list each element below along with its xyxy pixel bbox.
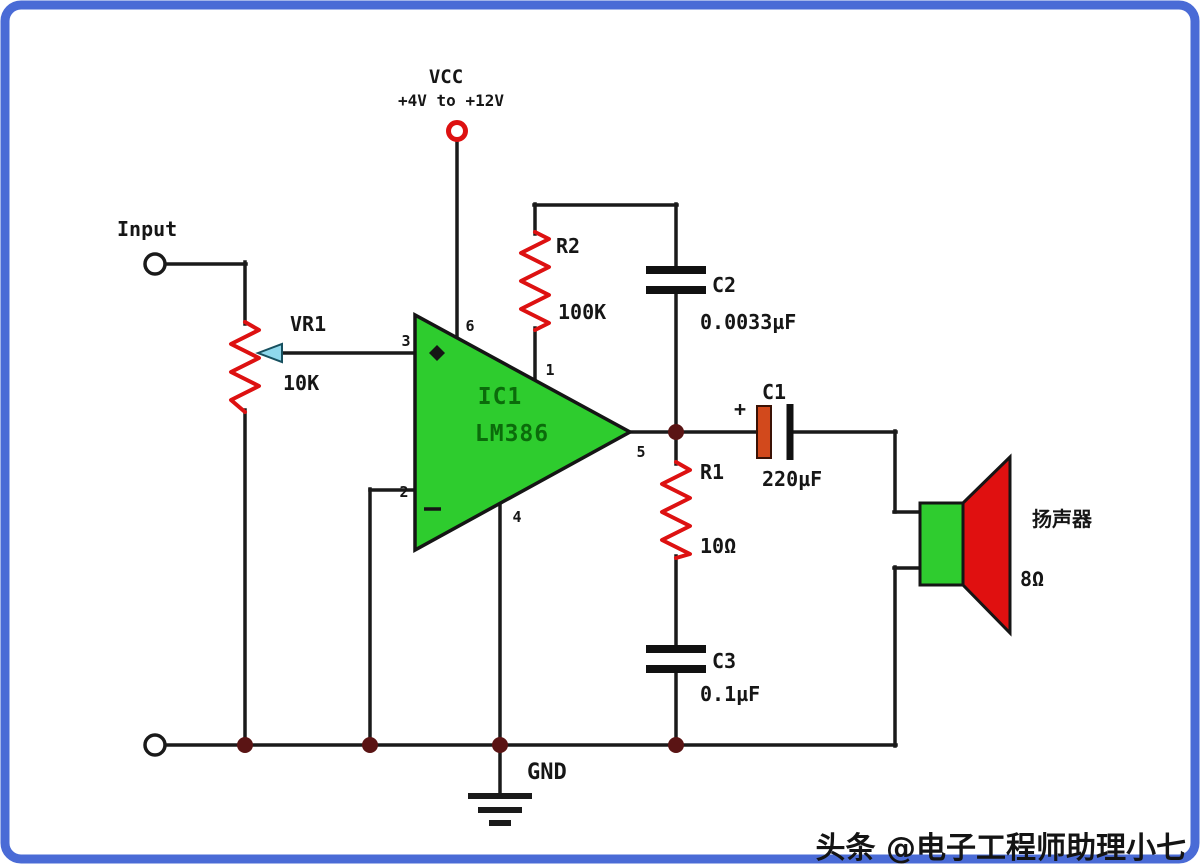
c1-value-label: 220µF <box>762 467 822 491</box>
watermark-text: 头条 @电子工程师助理小七 <box>816 831 1186 864</box>
r1-resistor-zigzag <box>660 460 692 560</box>
speaker-body <box>918 501 965 587</box>
c3-value-label: 0.1µF <box>700 682 760 706</box>
vr1-resistor-zigzag <box>229 320 261 414</box>
input-terminal <box>143 252 167 276</box>
junction-pin4-ground <box>492 737 508 753</box>
c2-ref-label: C2 <box>712 273 736 297</box>
vcc-label: VCC <box>429 66 463 88</box>
ic1-pin3-label: 3 <box>401 332 410 350</box>
ic1-pin1-label: 1 <box>545 361 554 379</box>
c1-ref-label: C1 <box>762 380 786 404</box>
speaker-impedance-label: 8Ω <box>1020 567 1044 591</box>
ic1-pin5-label: 5 <box>636 443 645 461</box>
r1-value-label: 10Ω <box>700 534 736 558</box>
c1-polarity-label: + <box>734 397 746 421</box>
ic1-opamp-triangle <box>413 312 634 553</box>
vcc-terminal <box>446 120 468 142</box>
c3-ref-label: C3 <box>712 649 736 673</box>
vr1-value-label: 10K <box>283 371 319 395</box>
vr1-wiper-arrow <box>255 342 283 364</box>
ic1-pin2-label: 2 <box>399 483 408 501</box>
ic1-ref-label: IC1 <box>478 384 523 410</box>
r2-ref-label: R2 <box>556 234 580 258</box>
speaker-name-label: 扬声器 <box>1032 507 1093 531</box>
vcc-range-label: +4V to +12V <box>398 91 504 110</box>
input-label: Input <box>117 217 177 241</box>
junction-output-node <box>668 424 684 440</box>
ic1-input-diamond-marker <box>429 345 445 361</box>
r1-ref-label: R1 <box>700 460 724 484</box>
gnd-label: GND <box>527 760 567 785</box>
ic1-part-label: LM386 <box>475 421 549 447</box>
junction-c3-ground <box>668 737 684 753</box>
c2-value-label: 0.0033µF <box>700 310 796 334</box>
r2-value-label: 100K <box>558 300 606 324</box>
c1-positive-plate <box>756 405 772 459</box>
speaker-cone <box>961 453 1012 637</box>
ic1-pin6-label: 6 <box>465 317 474 335</box>
junction-pin2-ground <box>362 737 378 753</box>
input-ground-terminal <box>143 733 167 757</box>
vr1-ref-label: VR1 <box>290 312 326 336</box>
r2-resistor-zigzag <box>519 230 551 332</box>
junction-vr1-ground <box>237 737 253 753</box>
ic1-pin4-label: 4 <box>512 508 521 526</box>
